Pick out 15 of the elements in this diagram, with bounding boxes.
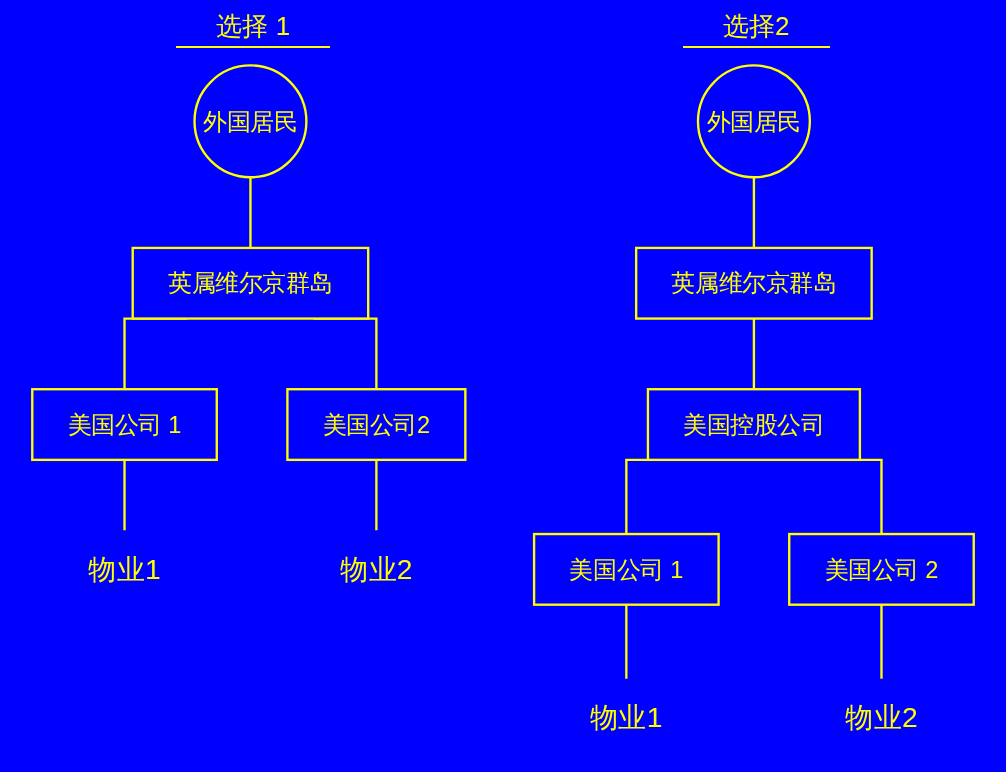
heading: 选择 1 [176,8,331,48]
node-box: 美国公司 1 [532,532,720,606]
node-box: 英属维尔京群岛 [131,246,370,320]
node-box: 美国公司2 [286,388,467,462]
node-text: 物业2 [845,701,918,734]
node-text: 物业1 [88,552,161,585]
node-text: 物业2 [340,552,413,585]
heading: 选择2 [683,8,830,48]
node-text: 物业1 [590,701,663,734]
node-box: 美国公司 2 [788,532,975,606]
node-circle: 外国居民 [696,64,811,179]
node-box: 美国公司 1 [31,388,218,462]
node-circle: 外国居民 [193,64,308,179]
node-box: 英属维尔京群岛 [635,246,873,320]
node-box: 美国控股公司 [646,388,862,462]
